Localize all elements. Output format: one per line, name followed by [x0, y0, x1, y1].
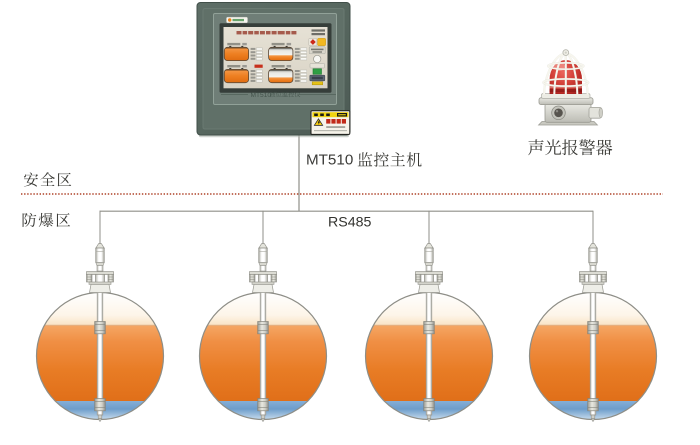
svg-text:MT510: MT510 [306, 152, 353, 169]
svg-text:MT510: MT510 [251, 92, 272, 99]
svg-text:RS485: RS485 [328, 215, 371, 231]
